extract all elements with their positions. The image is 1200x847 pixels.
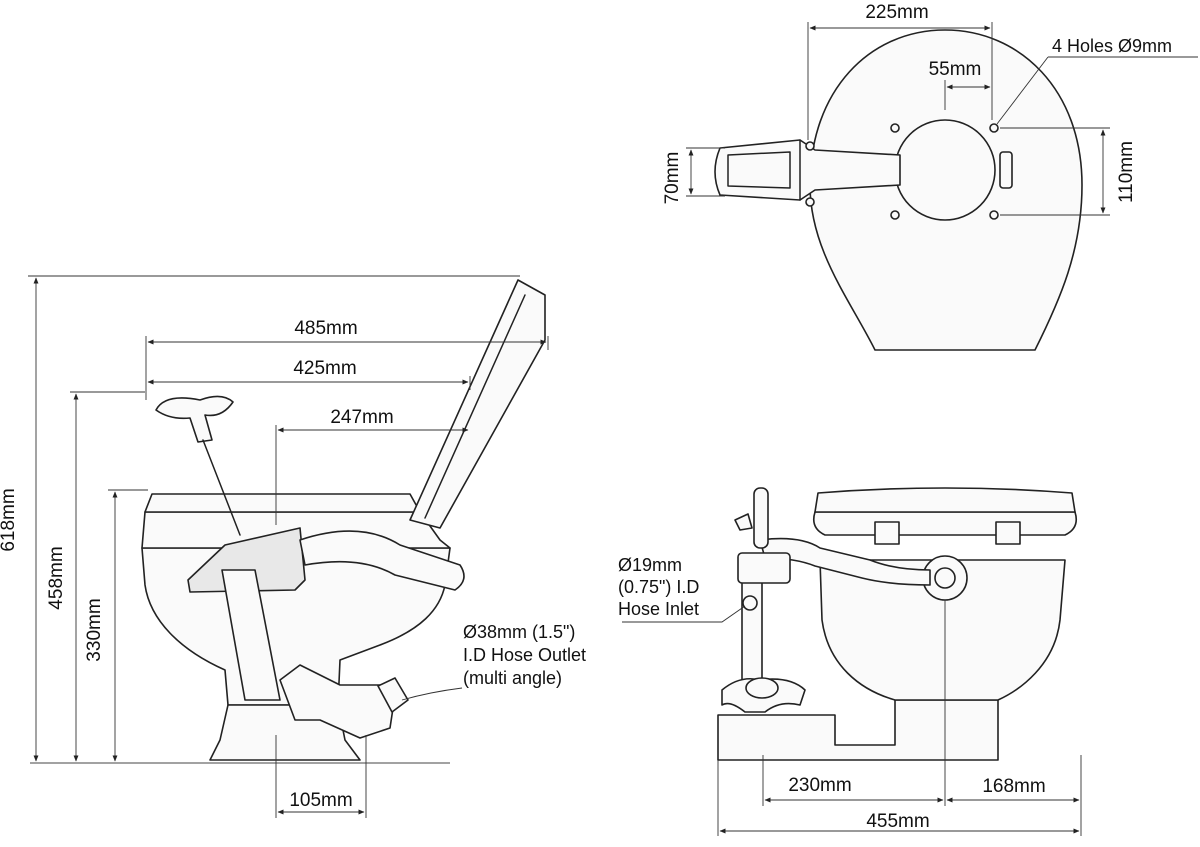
pump-handle-front xyxy=(753,487,769,549)
front-view: Ø19mm (0.75") I.D Hose Inlet 230mm 168mm… xyxy=(618,487,1082,836)
bolt-hole-icon xyxy=(989,123,999,133)
left-base-label: 230mm xyxy=(788,775,851,796)
bowl-body-front xyxy=(819,559,1066,701)
top-width-label: 225mm xyxy=(865,2,928,23)
bolt-hole-icon xyxy=(805,197,815,207)
bolt-spacing-label: 55mm xyxy=(929,59,982,80)
pump-arm-top xyxy=(714,139,901,201)
pedestal-width-label: 70mm xyxy=(662,152,683,205)
bowl-depth-label: 425mm xyxy=(293,358,356,379)
holes-label: 4 Holes Ø9mm xyxy=(1052,36,1172,56)
bolt-hole-icon xyxy=(890,210,900,220)
inlet-note-line-2: (0.75") I.D xyxy=(618,577,699,597)
pump-body-top xyxy=(894,119,996,221)
side-view: 618mm 458mm 330mm 485mm 425mm 247mm 105m… xyxy=(0,275,586,818)
top-view: 225mm 55mm 4 Holes Ø9mm 110mm 70mm xyxy=(662,2,1198,351)
top-height-label: 110mm xyxy=(1116,141,1137,203)
outlet-offset-label: 105mm xyxy=(289,790,352,811)
inlet-hose-front xyxy=(759,537,931,586)
bolt-hole-icon xyxy=(805,141,815,151)
outlet-note-line-1: Ø38mm (1.5") xyxy=(463,622,575,642)
inlet-note-line-3: Hose Inlet xyxy=(618,599,699,619)
inlet-hose-side xyxy=(299,530,465,591)
outlet-stub-top xyxy=(999,151,1013,189)
total-height-label: 618mm xyxy=(0,488,19,551)
total-width-label: 455mm xyxy=(866,811,929,832)
seat-front xyxy=(812,511,1078,536)
outlet-note-line-3: (multi angle) xyxy=(463,668,562,688)
pump-housing-side xyxy=(187,527,306,593)
total-depth-label: 485mm xyxy=(294,318,357,339)
seat-height-label: 458mm xyxy=(46,546,67,609)
bolt-hole-icon xyxy=(890,123,900,133)
pump-offset-label: 247mm xyxy=(330,407,393,428)
lid-open-side xyxy=(409,279,546,529)
inlet-note-line-1: Ø19mm xyxy=(618,555,682,575)
lid-rim-side xyxy=(144,493,421,513)
outlet-note-line-2: I.D Hose Outlet xyxy=(463,645,586,665)
pump-handle-side xyxy=(155,395,234,443)
bolt-hole-icon xyxy=(989,210,999,220)
right-base-label: 168mm xyxy=(982,776,1045,797)
inlet-port-icon xyxy=(742,595,758,611)
rim-height-label: 330mm xyxy=(84,598,105,661)
lid-front xyxy=(814,487,1076,513)
